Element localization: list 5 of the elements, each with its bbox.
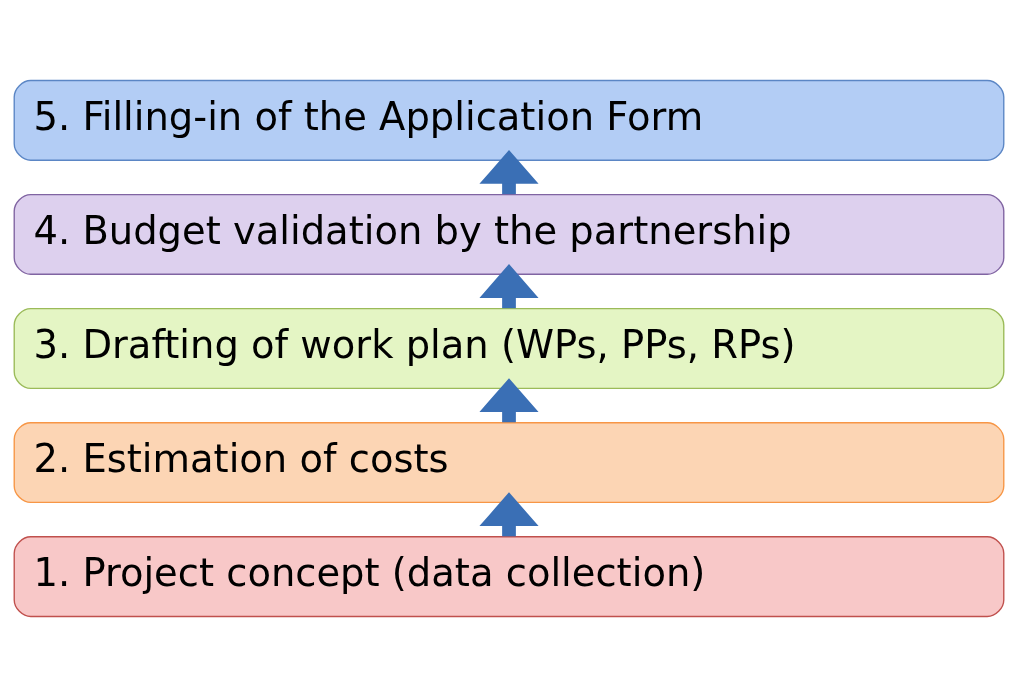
- node-box: 4. Budget validation by the partnership: [13, 193, 1005, 275]
- node-box: 1. Project concept (data collection): [13, 535, 1005, 617]
- node-box: 2. Estimation of costs: [13, 421, 1005, 503]
- node-box: 5. Filling-in of the Application Form: [13, 79, 1005, 161]
- node-box: 3. Drafting of work plan (WPs, PPs, RPs): [13, 307, 1005, 389]
